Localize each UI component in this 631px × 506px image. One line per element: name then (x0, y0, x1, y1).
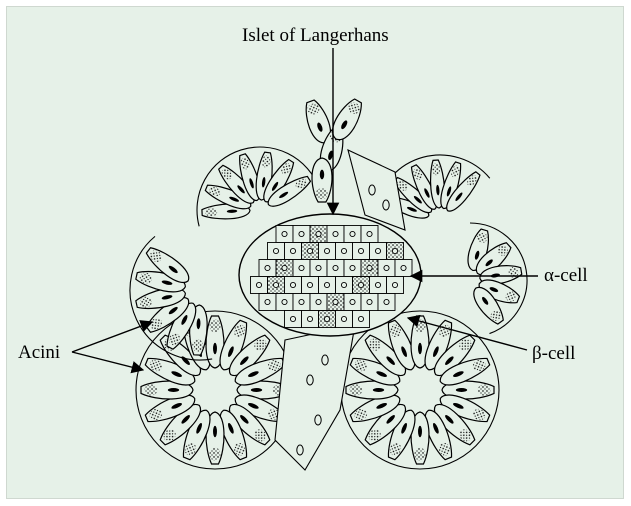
acinus-arc (464, 223, 527, 334)
islet-cell-nucleus (392, 248, 397, 253)
beta-cell-label: β-cell (532, 344, 575, 363)
islet-cell-nucleus (333, 299, 338, 304)
islet-cell-nucleus (341, 282, 346, 287)
islet-cell-nucleus (316, 299, 321, 304)
islet-cell-nucleus (256, 282, 261, 287)
islet-cell-nucleus (282, 299, 287, 304)
islet-cell-nucleus (265, 299, 270, 304)
islet-cell-nucleus (358, 248, 363, 253)
islet-cell-nucleus (273, 248, 278, 253)
islet-cell-nucleus (299, 265, 304, 270)
islet-cell-nucleus (290, 282, 295, 287)
islet-cell-nucleus (367, 265, 372, 270)
islet-cell-nucleus (290, 316, 295, 321)
islet-cell-nucleus (307, 248, 312, 253)
islet-cell-nucleus (341, 248, 346, 253)
islet-cell-nucleus (273, 282, 278, 287)
islet-cell-nucleus (333, 231, 338, 236)
islet-cell-nucleus (350, 265, 355, 270)
islet-cell-nucleus (350, 231, 355, 236)
islet-cell-nucleus (324, 282, 329, 287)
islet-cell-nucleus (265, 265, 270, 270)
acinar-cell (312, 158, 332, 202)
islet-cell-nucleus (324, 316, 329, 321)
islet-cell-nucleus (341, 316, 346, 321)
islet-cell-nucleus (358, 316, 363, 321)
acinus-rosette (136, 311, 294, 469)
islet-cell-nucleus (282, 265, 287, 270)
acini-arrow-upper (72, 322, 152, 352)
acinus-arc (197, 147, 319, 226)
islet-cell-nucleus (316, 231, 321, 236)
islet-cell-nucleus (375, 248, 380, 253)
islet-cell-nucleus (324, 248, 329, 253)
islet-cell-nucleus (282, 231, 287, 236)
islet-cell-nucleus (333, 265, 338, 270)
islet-cell-nucleus (299, 299, 304, 304)
islet-cell-nucleus (299, 231, 304, 236)
acini-label: Acini (18, 343, 60, 362)
islet-cell-nucleus (367, 231, 372, 236)
islet-cell-nucleus (384, 265, 389, 270)
islet-cell-nucleus (307, 316, 312, 321)
islet-cell-nucleus (392, 282, 397, 287)
acinus-top (301, 96, 367, 202)
islet-cell-nucleus (367, 299, 372, 304)
acinus-arc (130, 236, 212, 360)
islet-cell-nucleus (358, 282, 363, 287)
islet-cell-nucleus (350, 299, 355, 304)
islet-of-langerhans (239, 214, 421, 336)
islet-cell-nucleus (307, 282, 312, 287)
islet-cell-nucleus (290, 248, 295, 253)
islet-cell-nucleus (401, 265, 406, 270)
alpha-cell-label: α-cell (544, 266, 588, 285)
islet-cell-nucleus (375, 282, 380, 287)
blood-vessel (275, 325, 355, 470)
acinus-rosette (341, 311, 499, 469)
islet-cell-nucleus (316, 265, 321, 270)
islet-of-langerhans-label: Islet of Langerhans (242, 26, 389, 45)
islet-cell-nucleus (384, 299, 389, 304)
acini-arrow-lower (72, 352, 143, 370)
